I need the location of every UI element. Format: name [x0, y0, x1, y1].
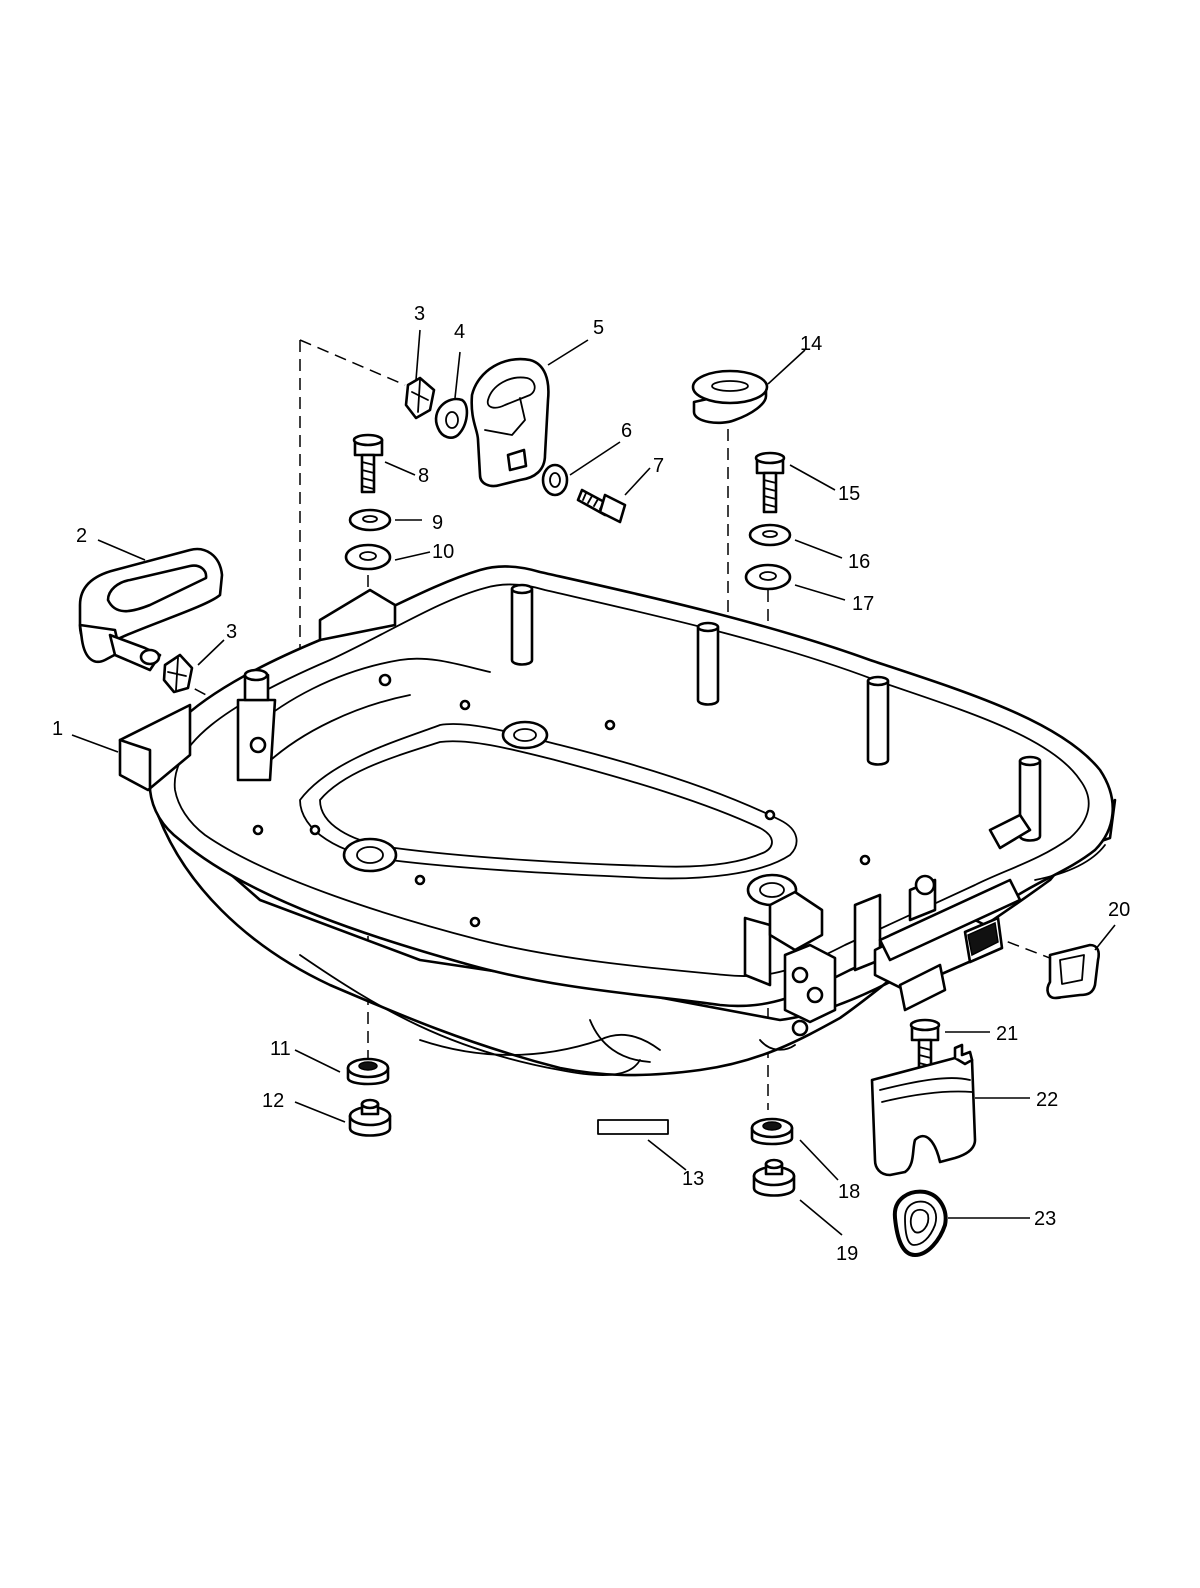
grommet-18: [750, 1117, 794, 1146]
spacer-19: [752, 1158, 796, 1197]
callout-15: 15: [838, 483, 860, 505]
callout-20: 20: [1108, 899, 1130, 921]
handle: [78, 547, 224, 672]
callout-3-handle: 3: [226, 621, 237, 643]
callout-5: 5: [593, 317, 604, 339]
spacer-12: [348, 1098, 392, 1137]
washer-9: [348, 508, 392, 532]
bolt-8: [352, 433, 384, 494]
bottom-cowl: [118, 565, 1117, 1077]
callout-9: 9: [432, 512, 443, 534]
washer-10: [344, 543, 392, 571]
callout-11: 11: [270, 1038, 291, 1060]
decal-13: [597, 1119, 669, 1135]
callout-12: 12: [262, 1090, 284, 1112]
leader-lines: [71, 329, 1116, 1236]
washer-6: [541, 463, 569, 497]
callout-22: 22: [1036, 1089, 1058, 1111]
d-washer: [434, 397, 469, 439]
retaining-clip-handle: [162, 653, 194, 694]
callout-14: 14: [800, 333, 822, 355]
retaining-clip: [404, 376, 436, 420]
callout-2: 2: [76, 525, 87, 547]
grommet-11: [346, 1057, 390, 1086]
callout-7: 7: [653, 455, 664, 477]
callout-16: 16: [848, 551, 870, 573]
callout-19: 19: [836, 1243, 858, 1265]
washer-16: [748, 523, 792, 547]
screw-7: [576, 488, 627, 524]
cover-22: [870, 1043, 977, 1177]
callout-23: 23: [1034, 1208, 1056, 1230]
callout-6: 6: [621, 420, 632, 442]
latch-plate: [470, 357, 550, 488]
callout-13: 13: [682, 1168, 704, 1190]
callout-4: 4: [454, 321, 465, 343]
seal-23: [892, 1189, 948, 1257]
callout-1: 1: [52, 718, 63, 740]
clip-20: [1046, 943, 1101, 1000]
callout-8: 8: [418, 465, 429, 487]
callout-labels: 1 2 3 3 4 5 6 7 8 9 10 11 12 13 14 15 16…: [52, 303, 1130, 1265]
callout-3-top: 3: [414, 303, 425, 325]
callout-18: 18: [838, 1181, 860, 1203]
callout-21: 21: [996, 1023, 1018, 1045]
washer-17: [744, 563, 792, 591]
grommet-14: [691, 369, 769, 425]
bolt-15: [754, 451, 786, 514]
callout-17: 17: [852, 593, 874, 615]
callout-10: 10: [432, 541, 454, 563]
